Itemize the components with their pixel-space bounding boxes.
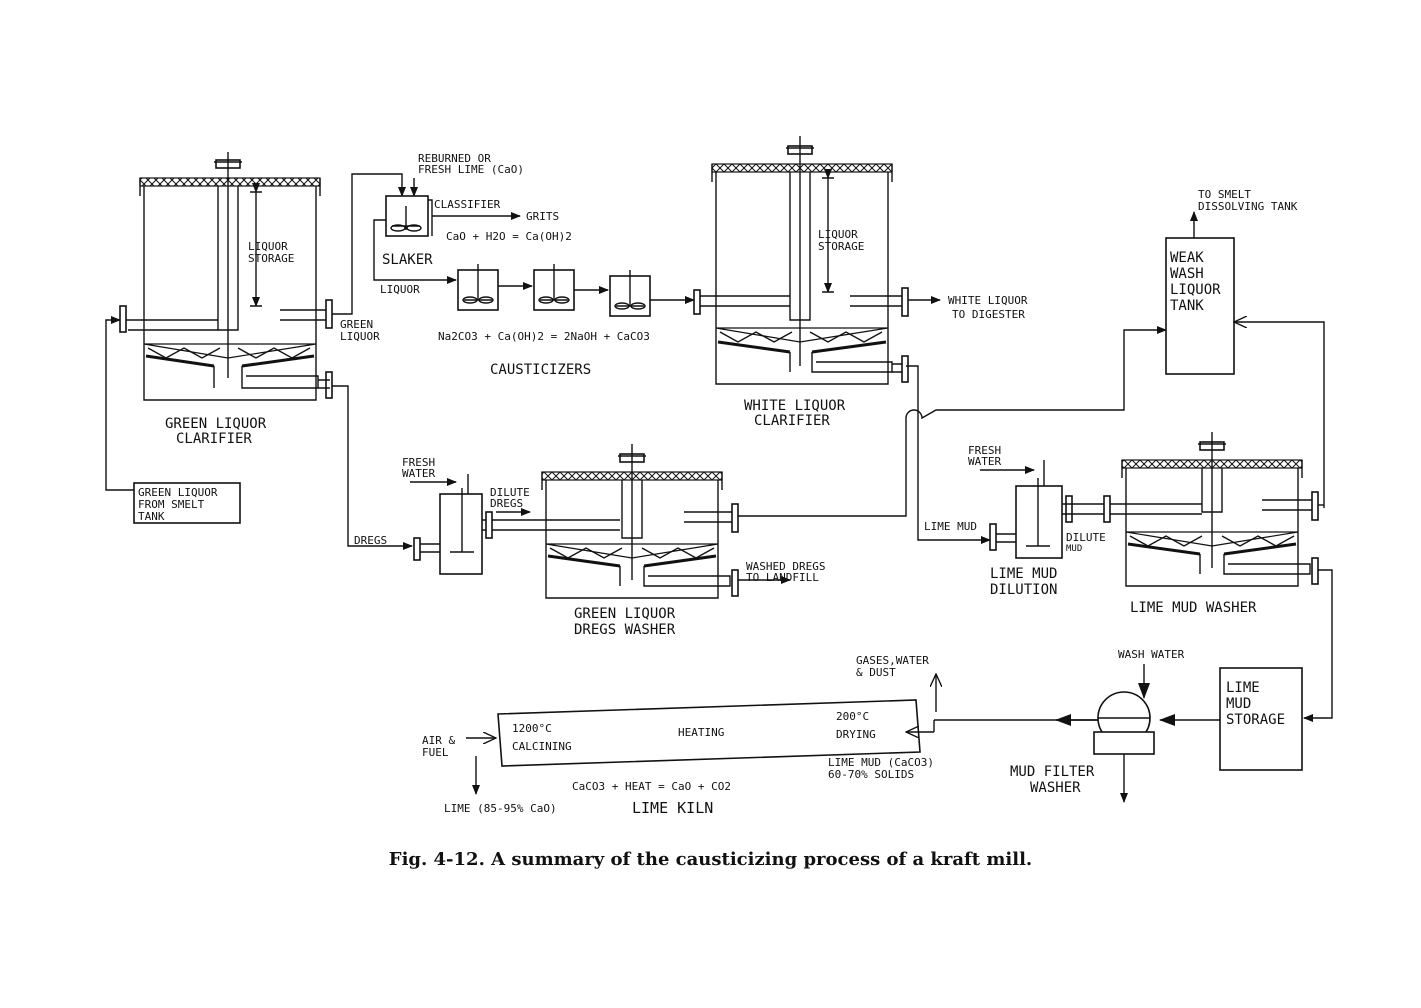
weak-tank-label-1: WEAK xyxy=(1170,250,1204,266)
weak-tank-label-4: TANK xyxy=(1170,298,1204,314)
causticizers: Na2CO3 + Ca(OH)2 = 2NaOH + CaCO3 CAUSTIC… xyxy=(438,264,695,378)
smelt-tank-label-3: TANK xyxy=(138,510,165,523)
mud-filter-title-2: WASHER xyxy=(1030,780,1081,796)
storage-label-3: STORAGE xyxy=(1226,712,1285,728)
white-clarifier-storage-label-1: LIQUOR xyxy=(818,228,858,241)
washed-dregs-label-1: WASHED DREGS xyxy=(746,560,825,573)
slaker: REBURNED OR FRESH LIME (CaO) CLASSIFIER … xyxy=(373,152,572,296)
air-fuel-label-2: FUEL xyxy=(422,746,449,759)
dilution-title-1: LIME MUD xyxy=(990,566,1057,582)
green-clarifier-storage-label-1: LIQUOR xyxy=(248,240,288,253)
dregs-washer-title-1: GREEN LIQUOR xyxy=(574,606,676,622)
green-liquor-line: GREEN LIQUOR xyxy=(332,173,406,343)
grits-label: GRITS xyxy=(526,210,559,223)
white-liquor-out-label-2: TO DIGESTER xyxy=(952,308,1025,321)
dilute-dregs-label-2: DREGS xyxy=(490,497,523,510)
kiln-calcining: CALCINING xyxy=(512,740,572,753)
mud-filter-washer: WASH WATER MUD FILTER WASHER xyxy=(933,648,1185,803)
slaking-equation: CaO + H2O = Ca(OH)2 xyxy=(446,230,572,243)
gases-label-2: & DUST xyxy=(856,666,896,679)
mud-fresh-water-label-1: FRESH xyxy=(968,444,1001,457)
causticizers-title: CAUSTICIZERS xyxy=(490,362,591,378)
lime-mud-storage: LIME MUD STORAGE xyxy=(1159,667,1303,771)
lime-mud-washer: LIME MUD WASHER xyxy=(1110,432,1324,616)
mud-fresh-water-label-2: WATER xyxy=(968,455,1001,468)
green-clarifier-title-1: GREEN LIQUOR xyxy=(165,416,267,432)
classifier-label: CLASSIFIER xyxy=(434,198,501,211)
wash-water-label: WASH WATER xyxy=(1118,648,1185,661)
figure-caption: Fig. 4-12. A summary of the causticizing… xyxy=(388,849,1033,870)
dregs-line: DREGS xyxy=(332,385,413,550)
kiln-temp-hot: 1200°C xyxy=(512,722,552,735)
green-clarifier-title-2: CLARIFIER xyxy=(176,431,252,447)
smelt-tank-label-1: GREEN LIQUOR xyxy=(138,486,218,499)
to-smelt-label-2: DISSOLVING TANK xyxy=(1198,200,1298,213)
kiln-temp-cool: 200°C xyxy=(836,710,869,723)
storage-label-2: MUD xyxy=(1226,696,1251,712)
lime-kiln-title: LIME KILN xyxy=(632,799,713,817)
washed-dregs-label-2: TO LANDFILL xyxy=(746,571,819,584)
lime-mud-in-label-1: LIME MUD (CaCO3) xyxy=(828,756,934,769)
lime-out-label: LIME (85-95% CaO) xyxy=(444,802,557,815)
white-clarifier-title-1: WHITE LIQUOR xyxy=(744,398,846,414)
weak-tank-label-3: LIQUOR xyxy=(1170,282,1221,298)
dilute-mud-label-2: MUD xyxy=(1066,544,1082,554)
green-liquor-clarifier: LIQUOR STORAGE GREEN LIQUOR CLARIFIER xyxy=(119,152,333,447)
green-liquor-label-1: GREEN xyxy=(340,318,373,331)
white-liquor-out-label-1: WHITE LIQUOR xyxy=(948,294,1028,307)
smelt-tank-label-2: FROM SMELT xyxy=(138,498,205,511)
dregs-mixer: FRESH WATER DILUTE DREGS xyxy=(402,456,620,575)
green-clarifier-storage-label-2: STORAGE xyxy=(248,252,294,265)
weak-tank-label-2: WASH xyxy=(1170,266,1204,282)
weak-wash-return-line xyxy=(736,326,1167,517)
green-liquor-label-2: LIQUOR xyxy=(340,330,380,343)
dregs-fresh-water-label-1: FRESH xyxy=(402,456,435,469)
slaker-title: SLAKER xyxy=(382,252,433,268)
to-smelt-label-1: TO SMELT xyxy=(1198,188,1251,201)
green-liquor-from-smelt-tank: GREEN LIQUOR FROM SMELT TANK xyxy=(105,316,241,524)
lime-mud-in-label-2: 60-70% SOLIDS xyxy=(828,768,914,781)
white-liquor-clarifier: LIQUOR STORAGE WHITE LIQUOR TO DIGESTER … xyxy=(693,136,1028,429)
dilute-mud-label-1: DILUTE xyxy=(1066,531,1106,544)
weak-wash-liquor-tank: WEAK WASH LIQUOR TANK TO SMELT DISSOLVIN… xyxy=(1165,188,1325,508)
lime-mud-label: LIME MUD xyxy=(924,520,977,533)
storage-label-1: LIME xyxy=(1226,680,1260,696)
white-clarifier-title-2: CLARIFIER xyxy=(754,413,830,429)
gases-label-1: GASES,WATER xyxy=(856,654,929,667)
green-liquor-dregs-washer: WASHED DREGS TO LANDFILL GREEN LIQUOR DR… xyxy=(541,444,825,638)
lime-kiln: 1200°C CALCINING HEATING 200°C DRYING AI… xyxy=(422,654,936,817)
kiln-drying: DRYING xyxy=(836,728,876,741)
dregs-label: DREGS xyxy=(354,534,387,547)
air-fuel-label-1: AIR & xyxy=(422,734,455,747)
lime-mud-washer-title: LIME MUD WASHER xyxy=(1130,600,1257,616)
white-clarifier-storage-label-2: STORAGE xyxy=(818,240,864,253)
dilute-dregs-label-1: DILUTE xyxy=(490,486,530,499)
lime-input-label-1: REBURNED OR xyxy=(418,152,491,165)
lime-mud-dilution: FRESH WATER DILUTE MUD LIME MUD DILUTION xyxy=(968,444,1111,598)
causticizing-equation: Na2CO3 + Ca(OH)2 = 2NaOH + CaCO3 xyxy=(438,330,650,343)
lime-mud-line: LIME MUD xyxy=(906,365,991,544)
lime-input-label-2: FRESH LIME (CaO) xyxy=(418,163,524,176)
calcining-equation: CaCO3 + HEAT = CaO + CO2 xyxy=(572,780,731,793)
kiln-heating: HEATING xyxy=(678,726,724,739)
mud-filter-title-1: MUD FILTER xyxy=(1010,764,1095,780)
dregs-fresh-water-label-2: WATER xyxy=(402,467,435,480)
dilution-title-2: DILUTION xyxy=(990,582,1057,598)
dregs-washer-title-2: DREGS WASHER xyxy=(574,622,676,638)
washer-to-storage-line xyxy=(1303,569,1333,722)
liquor-label: LIQUOR xyxy=(380,283,420,296)
